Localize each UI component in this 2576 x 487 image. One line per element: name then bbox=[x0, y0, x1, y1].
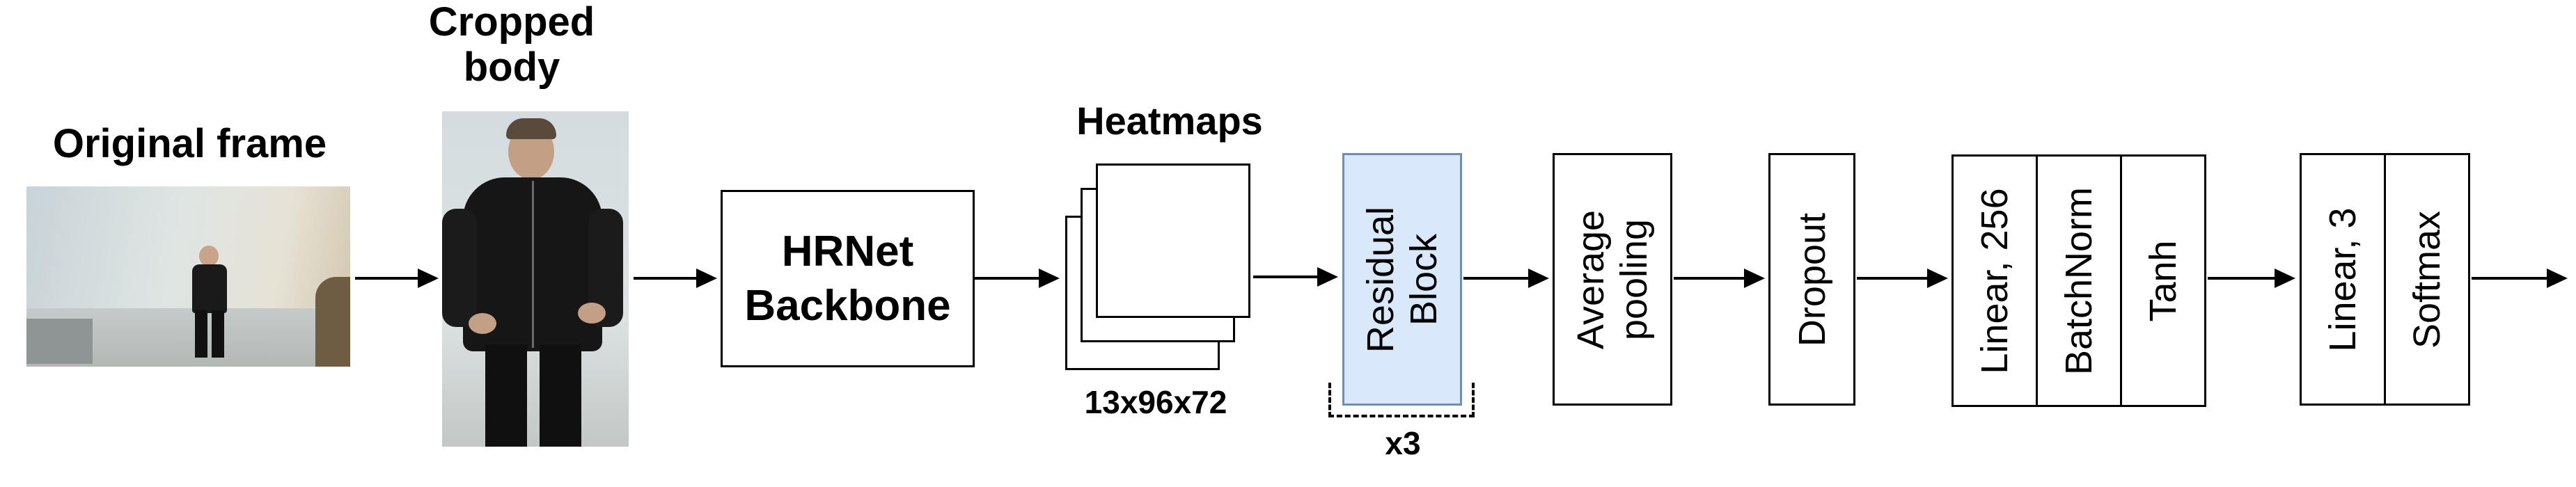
residual-block: Residual Block bbox=[1342, 153, 1462, 406]
softmax-block: Softmax bbox=[2384, 153, 2470, 406]
arrow-heatmaps-to-residual bbox=[1253, 267, 1338, 287]
arrow-dropout-to-linear256 bbox=[1857, 269, 1948, 288]
arrow-tanh-to-linear3 bbox=[2208, 269, 2295, 288]
cropped-body-image bbox=[442, 111, 629, 447]
arrow-hrnet-to-heatmaps bbox=[975, 269, 1060, 288]
arrow-frame-to-crop bbox=[355, 269, 439, 288]
heatmaps-size-label: 13x96x72 bbox=[1084, 384, 1227, 420]
hrnet-label-line2: Backbone bbox=[744, 281, 951, 330]
original-frame-image bbox=[26, 186, 350, 367]
heatmap-sheet-front bbox=[1096, 163, 1250, 318]
average-pooling-block: Average pooling bbox=[1553, 153, 1672, 406]
arrow-crop-to-hrnet bbox=[634, 269, 717, 288]
cropped-body-title: Cropped body bbox=[428, 0, 595, 90]
arrow-pooling-to-dropout bbox=[1674, 269, 1765, 288]
hrnet-label-line1: HRNet bbox=[781, 227, 914, 276]
tanh-block: Tanh bbox=[2120, 154, 2206, 407]
hrnet-backbone-block: HRNet Backbone bbox=[721, 190, 975, 367]
arrow-residual-to-pooling bbox=[1463, 269, 1549, 288]
heatmaps-title: Heatmaps bbox=[1076, 99, 1263, 143]
arrow-softmax-output bbox=[2472, 269, 2568, 288]
residual-repeat-label: x3 bbox=[1385, 425, 1421, 461]
residual-repeat-bracket bbox=[1328, 383, 1475, 417]
original-frame-title: Original frame bbox=[52, 121, 327, 166]
linear-256-block: Linear, 256 bbox=[1951, 154, 2038, 407]
batchnorm-block: BatchNorm bbox=[2036, 154, 2122, 407]
dropout-block: Dropout bbox=[1768, 153, 1855, 406]
